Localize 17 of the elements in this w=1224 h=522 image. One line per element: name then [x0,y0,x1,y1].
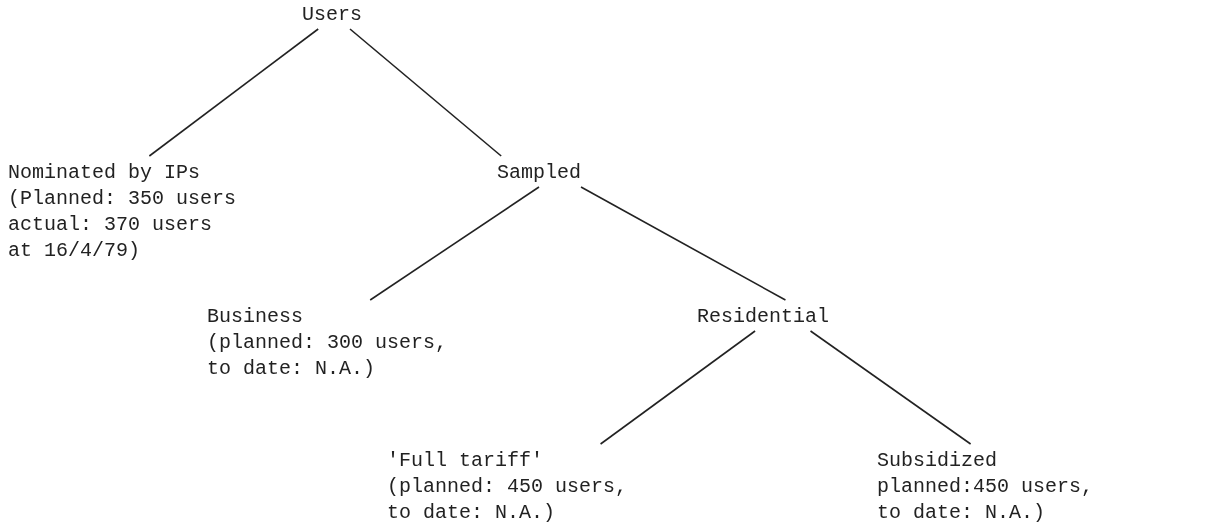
connector-line [369,186,540,301]
connector-line [148,28,319,157]
connector-line [580,186,787,301]
node-heading: Business [207,304,304,330]
node-heading: Users [302,2,362,28]
node-note: planned:450 users, to date: N.A.) [877,474,1095,522]
node-heading: Nominated by IPs [8,160,202,186]
node-heading: Residential [697,304,830,330]
node-heading: 'Full tariff' [387,448,545,474]
node-note: (Planned: 350 users actual: 370 users at 16/4/79) [8,186,237,264]
node-heading: Sampled [497,160,581,186]
node-note: (planned: 450 users, to date: N.A.) [387,474,628,522]
node-heading: Subsidized [877,448,999,474]
connector-line [349,28,502,157]
connector-line [809,330,972,445]
node-note: (planned: 300 users, to date: N.A.) [207,330,448,382]
connector-line [599,330,756,445]
